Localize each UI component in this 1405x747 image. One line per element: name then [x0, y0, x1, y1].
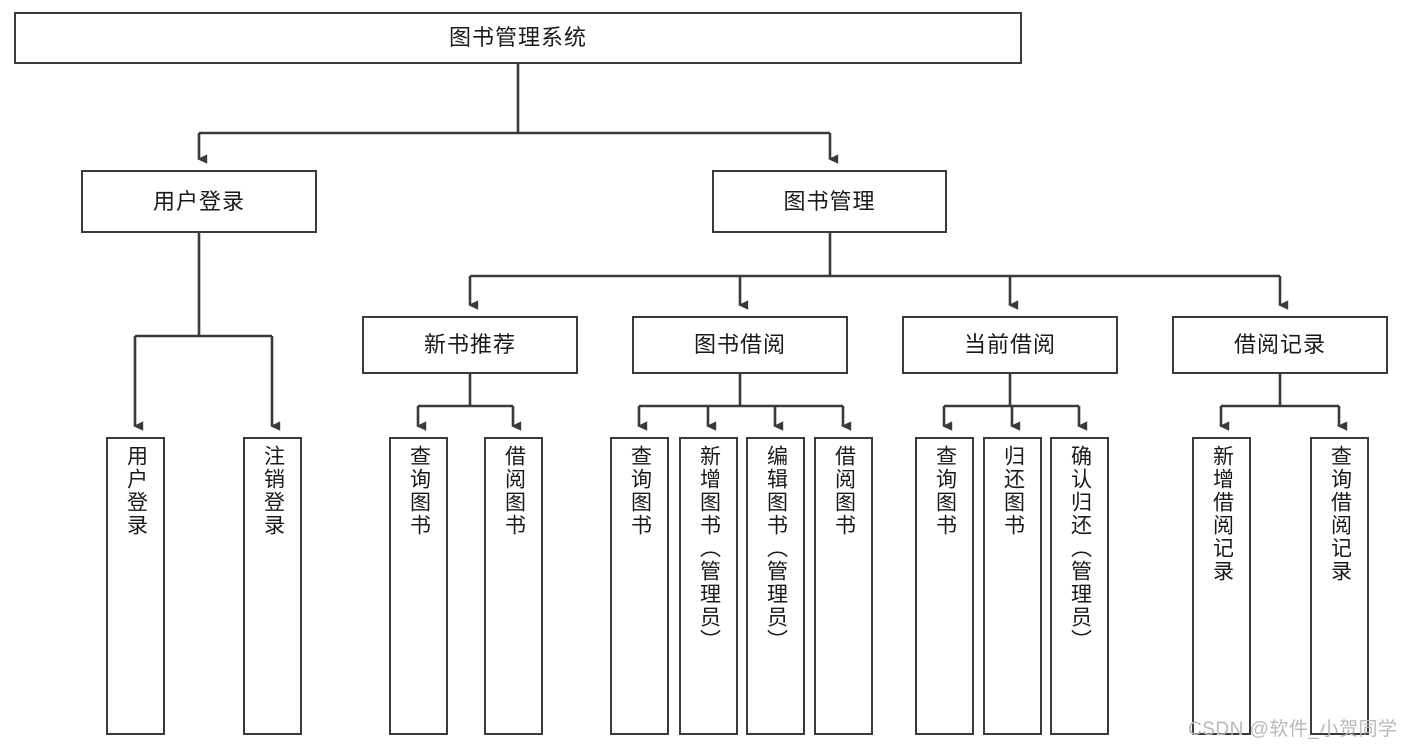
leaf-query-record[interactable]: 查询借阅记录 [1310, 437, 1369, 735]
leaf-return-book[interactable]: 归还图书 [983, 437, 1042, 735]
leaf-confirm-return-label: 确认归还（管理员） [1068, 445, 1092, 652]
leaf-confirm-return[interactable]: 确认归还（管理员） [1050, 437, 1109, 735]
leaf-query-book-1-label: 查询图书 [407, 445, 431, 537]
leaf-user-login[interactable]: 用户登录 [106, 437, 165, 735]
leaf-return-book-label: 归还图书 [1001, 445, 1025, 537]
leaf-query-record-label: 查询借阅记录 [1328, 445, 1352, 583]
node-current-borrow[interactable]: 当前借阅 [902, 316, 1118, 374]
leaf-edit-book[interactable]: 编辑图书（管理员） [746, 437, 805, 735]
node-user-login-label: 用户登录 [152, 188, 245, 214]
node-current-borrow-label: 当前借阅 [963, 332, 1056, 358]
leaf-user-login-label: 用户登录 [124, 445, 148, 537]
node-root-label: 图书管理系统 [448, 25, 587, 51]
node-new-book-recommend-label: 新书推荐 [423, 332, 516, 358]
leaf-add-record[interactable]: 新增借阅记录 [1192, 437, 1251, 735]
leaf-add-book[interactable]: 新增图书（管理员） [679, 437, 738, 735]
leaf-query-book-1[interactable]: 查询图书 [389, 437, 448, 735]
node-new-book-recommend[interactable]: 新书推荐 [362, 316, 578, 374]
leaf-add-book-label: 新增图书（管理员） [697, 445, 721, 652]
node-book-borrow-label: 图书借阅 [693, 332, 786, 358]
leaf-add-record-label: 新增借阅记录 [1210, 445, 1234, 583]
node-root[interactable]: 图书管理系统 [14, 12, 1022, 64]
leaf-borrow-book-1[interactable]: 借阅图书 [484, 437, 543, 735]
node-book-borrow[interactable]: 图书借阅 [632, 316, 848, 374]
leaf-query-book-2[interactable]: 查询图书 [610, 437, 669, 735]
node-borrow-record[interactable]: 借阅记录 [1172, 316, 1388, 374]
leaf-borrow-book-2[interactable]: 借阅图书 [814, 437, 873, 735]
csdn-watermark: CSDN @软件_小贺同学 [1188, 719, 1398, 740]
leaf-logout[interactable]: 注销登录 [243, 437, 302, 735]
node-book-manage[interactable]: 图书管理 [712, 170, 947, 233]
leaf-borrow-book-1-label: 借阅图书 [502, 445, 526, 537]
leaf-edit-book-label: 编辑图书（管理员） [764, 445, 788, 652]
node-borrow-record-label: 借阅记录 [1233, 332, 1326, 358]
leaf-query-book-3-label: 查询图书 [933, 445, 957, 537]
node-book-manage-label: 图书管理 [783, 188, 876, 214]
leaf-borrow-book-2-label: 借阅图书 [832, 445, 856, 537]
node-user-login[interactable]: 用户登录 [81, 170, 317, 233]
leaf-logout-label: 注销登录 [261, 445, 285, 537]
leaf-query-book-3[interactable]: 查询图书 [915, 437, 974, 735]
leaf-query-book-2-label: 查询图书 [628, 445, 652, 537]
